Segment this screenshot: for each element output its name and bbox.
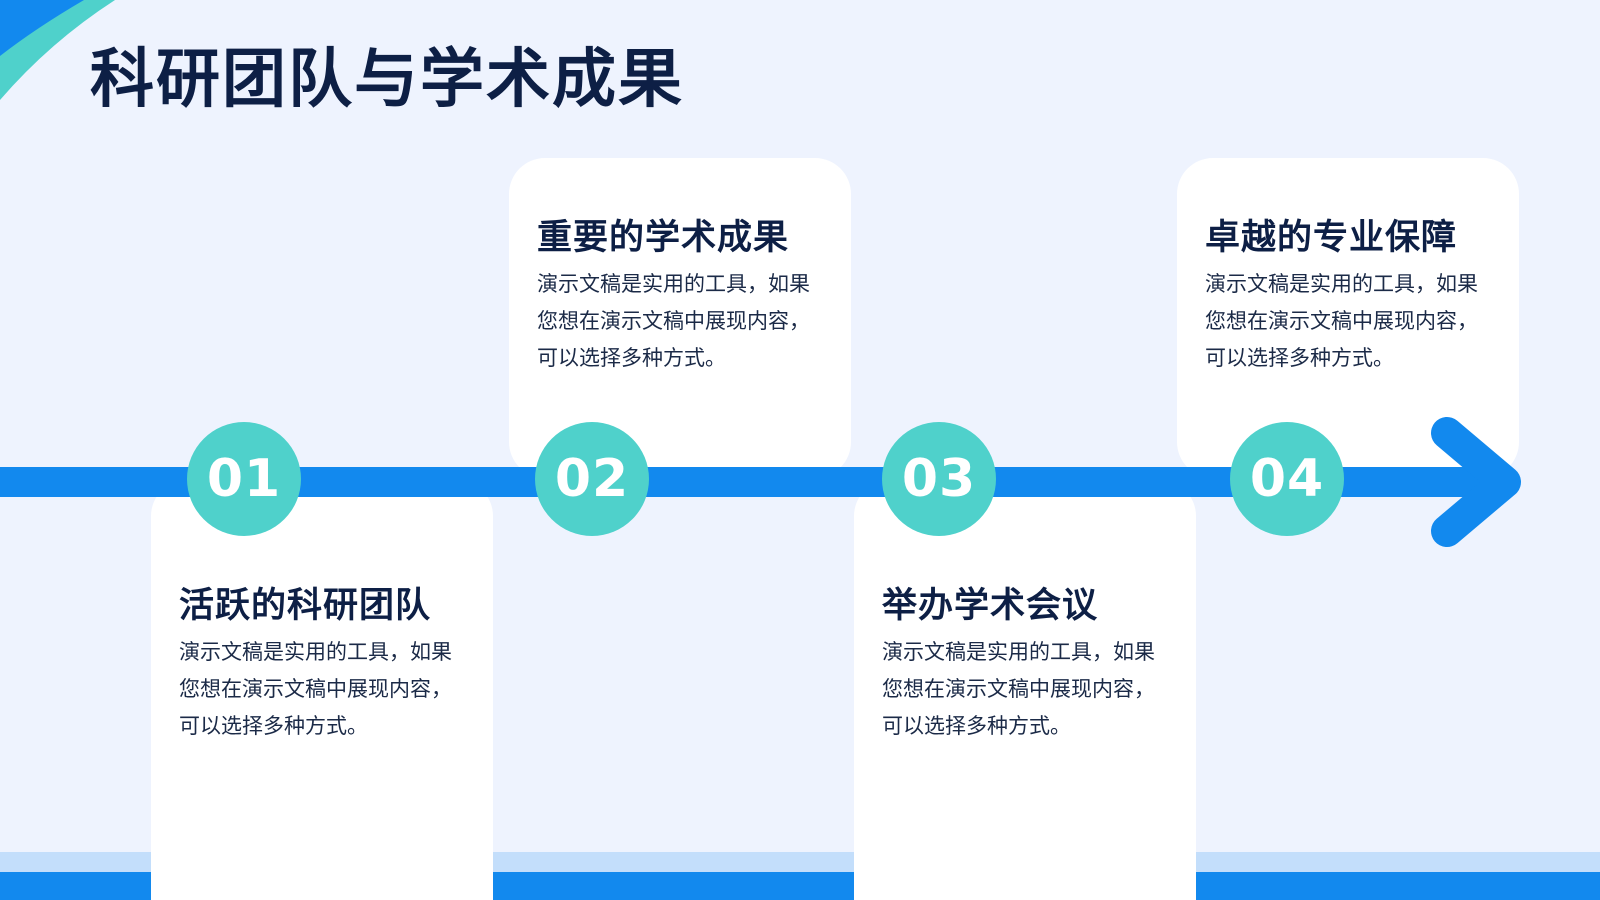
corner-decoration (0, 0, 115, 100)
step-title: 卓越的专业保障 (1205, 218, 1458, 258)
step-card-3: 举办学术会议 演示文稿是实用的工具，如果您想在演示文稿中展现内容，可以选择多种方… (854, 480, 1196, 900)
arrow-right-icon (1431, 417, 1521, 547)
step-card-4: 卓越的专业保障 演示文稿是实用的工具，如果您想在演示文稿中展现内容，可以选择多种… (1177, 158, 1519, 478)
step-number-badge: 02 (535, 422, 649, 536)
step-card-1: 活跃的科研团队 演示文稿是实用的工具，如果您想在演示文稿中展现内容，可以选择多种… (151, 480, 493, 900)
step-number-badge: 03 (882, 422, 996, 536)
step-description: 演示文稿是实用的工具，如果您想在演示文稿中展现内容，可以选择多种方式。 (179, 640, 452, 738)
page-title: 科研团队与学术成果 (90, 43, 684, 117)
step-number-badge: 01 (187, 422, 301, 536)
step-description: 演示文稿是实用的工具，如果您想在演示文稿中展现内容，可以选择多种方式。 (1205, 272, 1478, 370)
step-description: 演示文稿是实用的工具，如果您想在演示文稿中展现内容，可以选择多种方式。 (537, 272, 810, 370)
step-title: 活跃的科研团队 (179, 586, 432, 626)
step-card-2: 重要的学术成果 演示文稿是实用的工具，如果您想在演示文稿中展现内容，可以选择多种… (509, 158, 851, 478)
step-number-badge: 04 (1230, 422, 1344, 536)
step-title: 举办学术会议 (882, 586, 1099, 626)
step-description: 演示文稿是实用的工具，如果您想在演示文稿中展现内容，可以选择多种方式。 (882, 640, 1155, 738)
step-title: 重要的学术成果 (537, 218, 790, 258)
